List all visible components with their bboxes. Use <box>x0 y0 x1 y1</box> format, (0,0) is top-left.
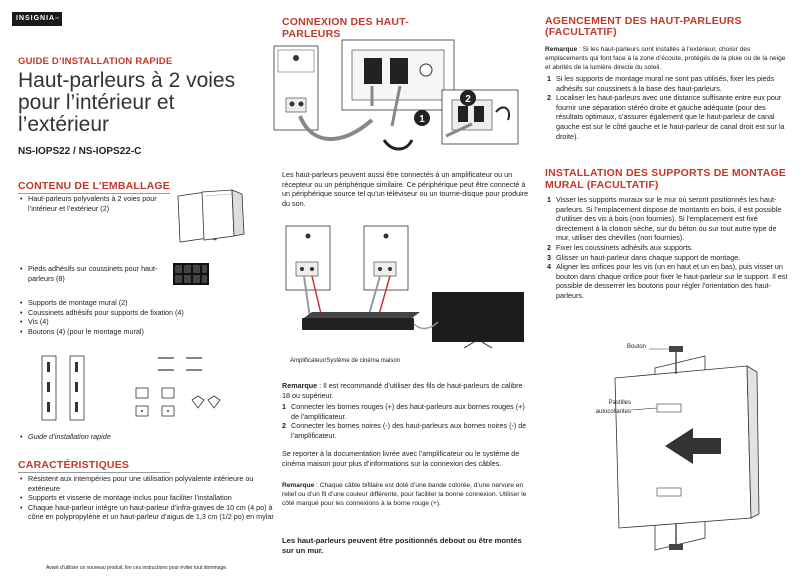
amplifier-diagram <box>285 225 524 349</box>
list-item: Haut-parleurs polyvalents à 2 voies pour… <box>20 194 176 213</box>
package-list-4: Guide d’installation rapide <box>20 432 260 442</box>
placement-heading: AGENCEMENT DES HAUT-PARLEURS (FACULTATIF… <box>545 15 742 38</box>
hardware-illustration <box>41 355 221 421</box>
label-bouton: Bouton <box>627 344 647 350</box>
connection-intro: Les haut-parleurs peuvent aussi être con… <box>282 170 529 208</box>
list-item: Pieds adhésifs sur coussinets pour haut-… <box>20 264 168 283</box>
list-item: Chaque haut-parleur intègre un haut-parl… <box>20 503 274 522</box>
speakers-illustration <box>177 189 245 243</box>
mounting-diagram <box>614 346 760 551</box>
placement-remark: Remarque : Si les haut-parleurs sont ins… <box>545 46 786 71</box>
package-list-1: Haut-parleurs polyvalents à 2 voies pour… <box>20 194 176 213</box>
footer-note: Avant d’utiliser ce nouveau produit, lir… <box>46 565 228 571</box>
label-pastilles: Pastilles autocollantes <box>595 400 631 415</box>
connection-remark-2: Remarque : Chaque câble bifilaire est do… <box>282 482 527 507</box>
package-list-2: Pieds adhésifs sur coussinets pour haut-… <box>20 264 168 283</box>
right-column: AGENCEMENT DES HAUT-PARLEURS (FACULTATIF… <box>545 0 793 583</box>
left-column: INSIGNIA™ GUIDE D’INSTALLATION RAPIDE Ha… <box>12 0 274 583</box>
connection-refer: Se reporter à la documentation livrée av… <box>282 449 520 468</box>
list-item: Supports de montage mural (2) <box>20 298 260 308</box>
insignia-logo: INSIGNIA™ <box>12 12 62 26</box>
features-list: Résistent aux intempéries pour une utili… <box>20 474 274 522</box>
package-list-3: Supports de montage mural (2) Coussinets… <box>20 298 260 336</box>
list-item: Vis (4) <box>20 317 260 327</box>
amplifier-caption: Amplificateur/Système de cinéma maison <box>290 358 401 364</box>
step-badge-2: 2 <box>465 94 471 105</box>
list-item: Coussinets adhésifs pour supports de fix… <box>20 308 260 318</box>
adhesive-pads-illustration <box>173 263 209 285</box>
positioning-note: Les haut-parleurs peuvent être positionn… <box>282 536 522 555</box>
page-title: Haut-parleurs à 2 voies pour l’intérieur… <box>18 69 236 136</box>
connection-diagram: 1 2 <box>273 39 519 151</box>
middle-column: CONNEXION DES HAUT-PARLEURS 1 2 Les haut… <box>273 0 532 583</box>
connection-remark: Remarque : Il est recommandé d’utiliser … <box>282 381 523 400</box>
list-item: Résistent aux intempéries pour une utili… <box>20 474 274 493</box>
connection-heading: CONNEXION DES HAUT-PARLEURS <box>282 16 409 40</box>
package-heading: CONTENU DE L’EMBALLAGE <box>18 180 170 194</box>
list-item: Guide d’installation rapide <box>20 432 260 442</box>
list-item: Boutons (4) (pour le montage mural) <box>20 327 260 337</box>
step-badge-1: 1 <box>419 114 425 125</box>
guide-label: GUIDE D’INSTALLATION RAPIDE <box>18 56 173 67</box>
list-item: Supports et visserie de montage inclus p… <box>20 493 274 503</box>
model-number: NS-IOPS22 / NS-IOPS22-C <box>18 146 142 157</box>
features-heading: CARACTÉRISTIQUES <box>18 459 170 473</box>
mounting-heading: INSTALLATION DES SUPPORTS DE MONTAGE MUR… <box>545 167 787 191</box>
